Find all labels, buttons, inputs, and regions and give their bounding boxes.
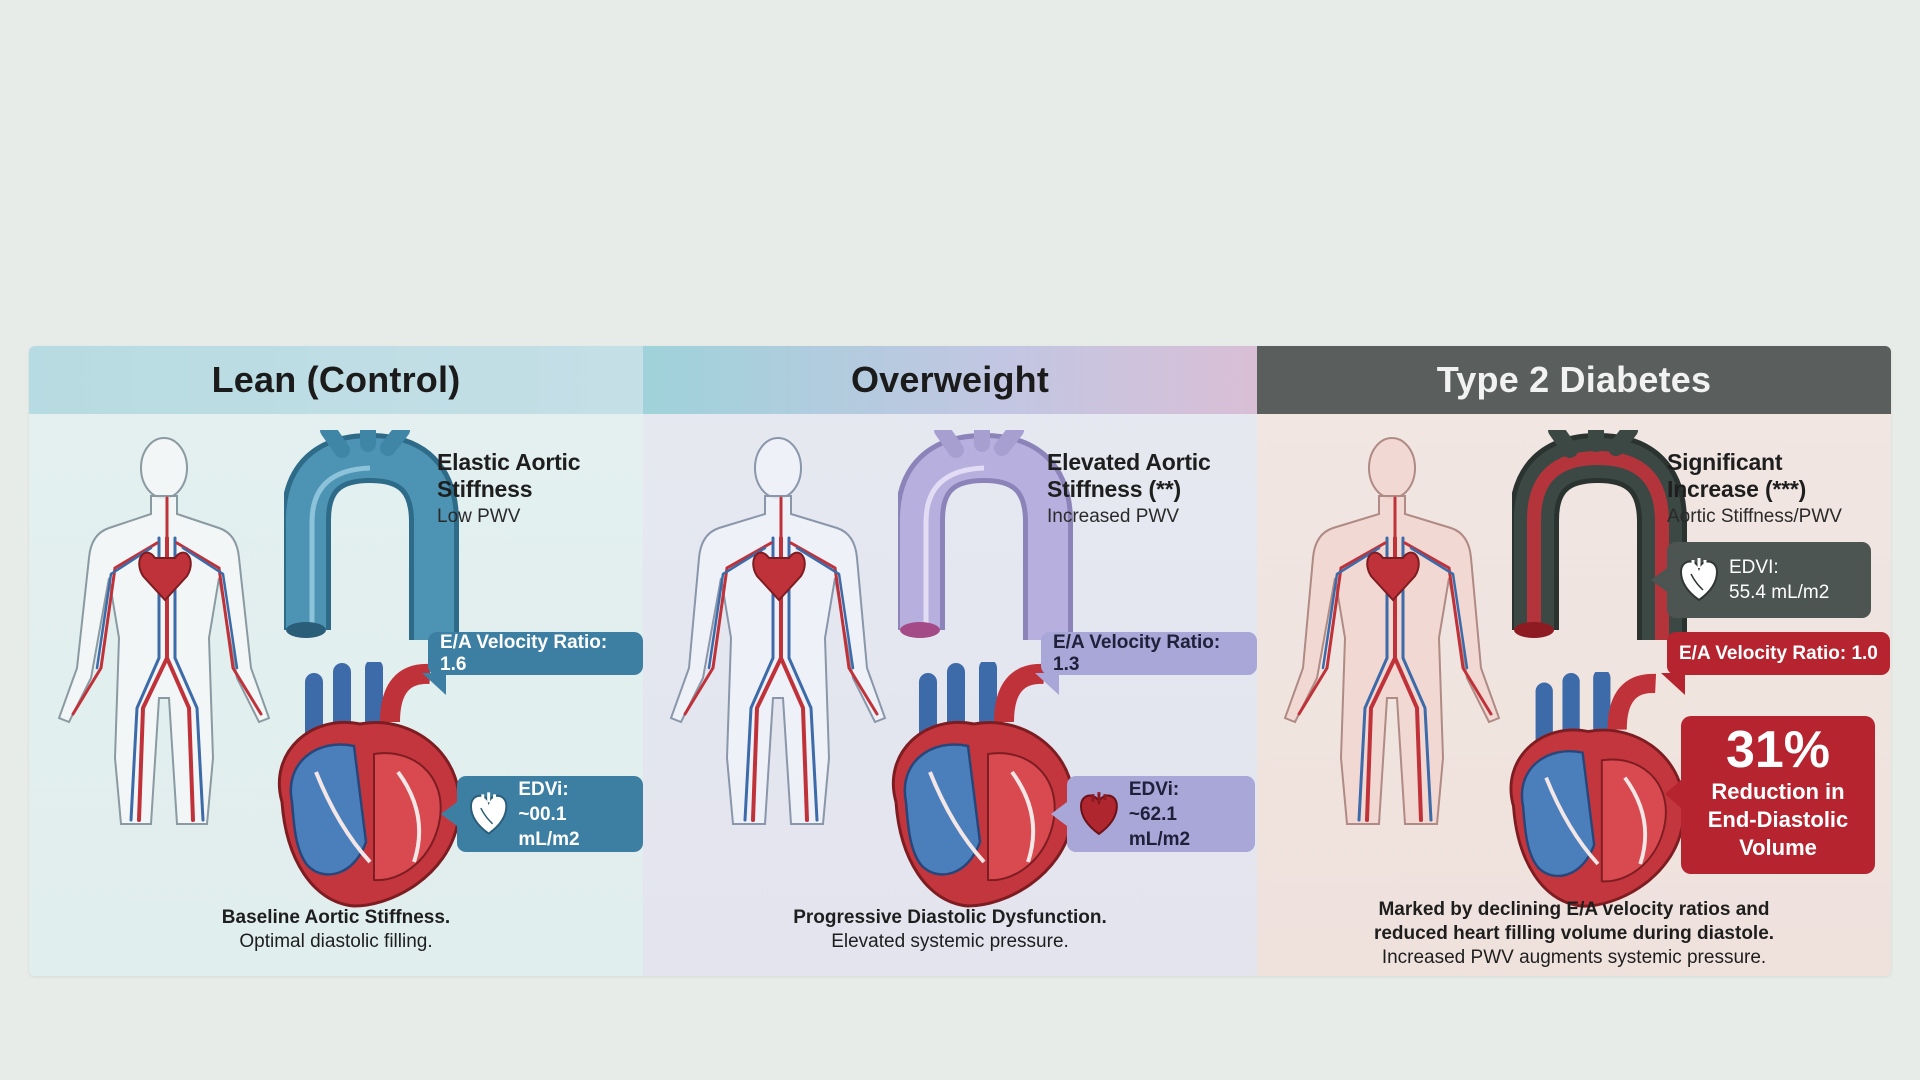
panel-type2-diabetes: Type 2 Diabetes: [1257, 346, 1891, 976]
edvi-value: ~00.1 mL/m2: [518, 803, 580, 850]
reduction-text-line: Volume: [1739, 835, 1817, 860]
edvi-callout: EDVi: ~62.1 mL/m2: [1051, 776, 1255, 852]
aorta-icon: [898, 430, 1073, 640]
footer-bold-text: Progressive Diastolic Dysfunction.: [793, 907, 1107, 928]
edvi-label: EDVi:: [1128, 778, 1180, 800]
callout-tail: [1661, 673, 1685, 695]
info-title-line: Elevated Aortic: [1047, 449, 1211, 475]
footer-bold-text: reduced heart filling volume during dias…: [1373, 923, 1775, 944]
ea-ratio-callout: E/A Velocity Ratio: 1.6: [422, 631, 643, 695]
heart-outline-icon: [1679, 558, 1719, 602]
ea-ratio-text: E/A Velocity Ratio: 1.6: [440, 631, 608, 675]
panel-header: Type 2 Diabetes: [1257, 346, 1891, 414]
edvi-label: EDVi:: [518, 778, 569, 800]
heart-anatomy-icon: [277, 662, 461, 908]
callout-tail: [1665, 780, 1681, 808]
edvi-text: EDVi: ~62.1 mL/m2: [1129, 777, 1243, 852]
reduction-text-line: Reduction in: [1711, 779, 1845, 804]
ea-ratio-callout: E/A Velocity Ratio: 1.3: [1035, 631, 1257, 695]
human-body-icon: [1283, 437, 1501, 825]
human-body-icon: [669, 437, 887, 825]
infographic: Lean (Control): [29, 346, 1891, 976]
aorta-icon: [284, 430, 459, 640]
callout-tail: [1051, 802, 1067, 826]
info-title: Significant Increase (***): [1667, 449, 1806, 503]
heart-anatomy-icon: [891, 662, 1075, 908]
heart-outline-icon: [469, 792, 508, 835]
ea-ratio-text: E/A Velocity Ratio: 1.0: [1679, 642, 1878, 664]
reduction-text-line: End-Diastolic: [1707, 807, 1849, 832]
info-title-line: Elastic Aortic: [437, 449, 581, 475]
info-title-line: Stiffness (**): [1047, 476, 1181, 502]
info-subtitle: Low PWV: [437, 506, 521, 527]
heart-outline-icon: [1079, 792, 1118, 836]
aorta-icon: [1512, 430, 1687, 640]
footer-text: Optimal diastolic filling.: [239, 931, 433, 952]
info-title-line: Increase (***): [1667, 476, 1807, 502]
edvi-callout: EDVI: 55.4 mL/m2: [1651, 542, 1871, 618]
ea-ratio-text: E/A Velocity Ratio: 1.3: [1053, 631, 1221, 675]
edvi-value: 55.4 mL/m2: [1729, 582, 1830, 603]
reduction-percent: 31%: [1725, 721, 1831, 779]
edvi-label: EDVI:: [1729, 557, 1779, 578]
footer-text: Elevated systemic pressure.: [831, 931, 1069, 952]
panel-header: Lean (Control): [29, 346, 643, 414]
callout-tail: [441, 802, 457, 826]
edvi-value: ~62.1 mL/m2: [1128, 803, 1191, 850]
edvi-text: EDVI: 55.4 mL/m2: [1729, 555, 1829, 605]
panel-lean: Lean (Control): [29, 346, 643, 976]
footer-bold-text: Baseline Aortic Stiffness.: [221, 907, 451, 928]
panel-footer: Progressive Diastolic Dysfunction. Eleva…: [643, 906, 1257, 954]
panel-overweight: Overweight: [643, 346, 1257, 976]
edvi-text: EDVi: ~00.1 mL/m2: [518, 777, 631, 852]
info-title: Elastic Aortic Stiffness: [437, 449, 581, 503]
info-title-line: Significant: [1667, 449, 1783, 475]
info-subtitle: Increased PWV: [1047, 506, 1179, 527]
callout-tail: [1035, 673, 1059, 695]
callout-tail: [1651, 568, 1667, 592]
panel-header: Overweight: [643, 346, 1257, 414]
info-subtitle: Aortic Stiffness/PWV: [1667, 506, 1842, 527]
callout-tail: [422, 673, 446, 695]
human-body-icon: [57, 437, 271, 825]
heart-anatomy-icon: [1509, 672, 1686, 908]
info-title: Elevated Aortic Stiffness (**): [1047, 449, 1211, 503]
ea-ratio-callout: E/A Velocity Ratio: 1.0: [1661, 632, 1890, 695]
info-title-line: Stiffness: [437, 476, 533, 502]
panel-footer: Marked by declining E/A velocity ratios …: [1257, 898, 1891, 970]
footer-text: Increased PWV augments systemic pressure…: [1381, 947, 1767, 968]
reduction-callout: 31% Reduction in End-Diastolic Volume: [1665, 716, 1875, 874]
panel-footer: Baseline Aortic Stiffness. Optimal diast…: [29, 906, 643, 954]
edvi-callout: EDVi: ~00.1 mL/m2: [441, 776, 643, 852]
footer-bold-text: Marked by declining E/A velocity ratios …: [1378, 899, 1770, 920]
